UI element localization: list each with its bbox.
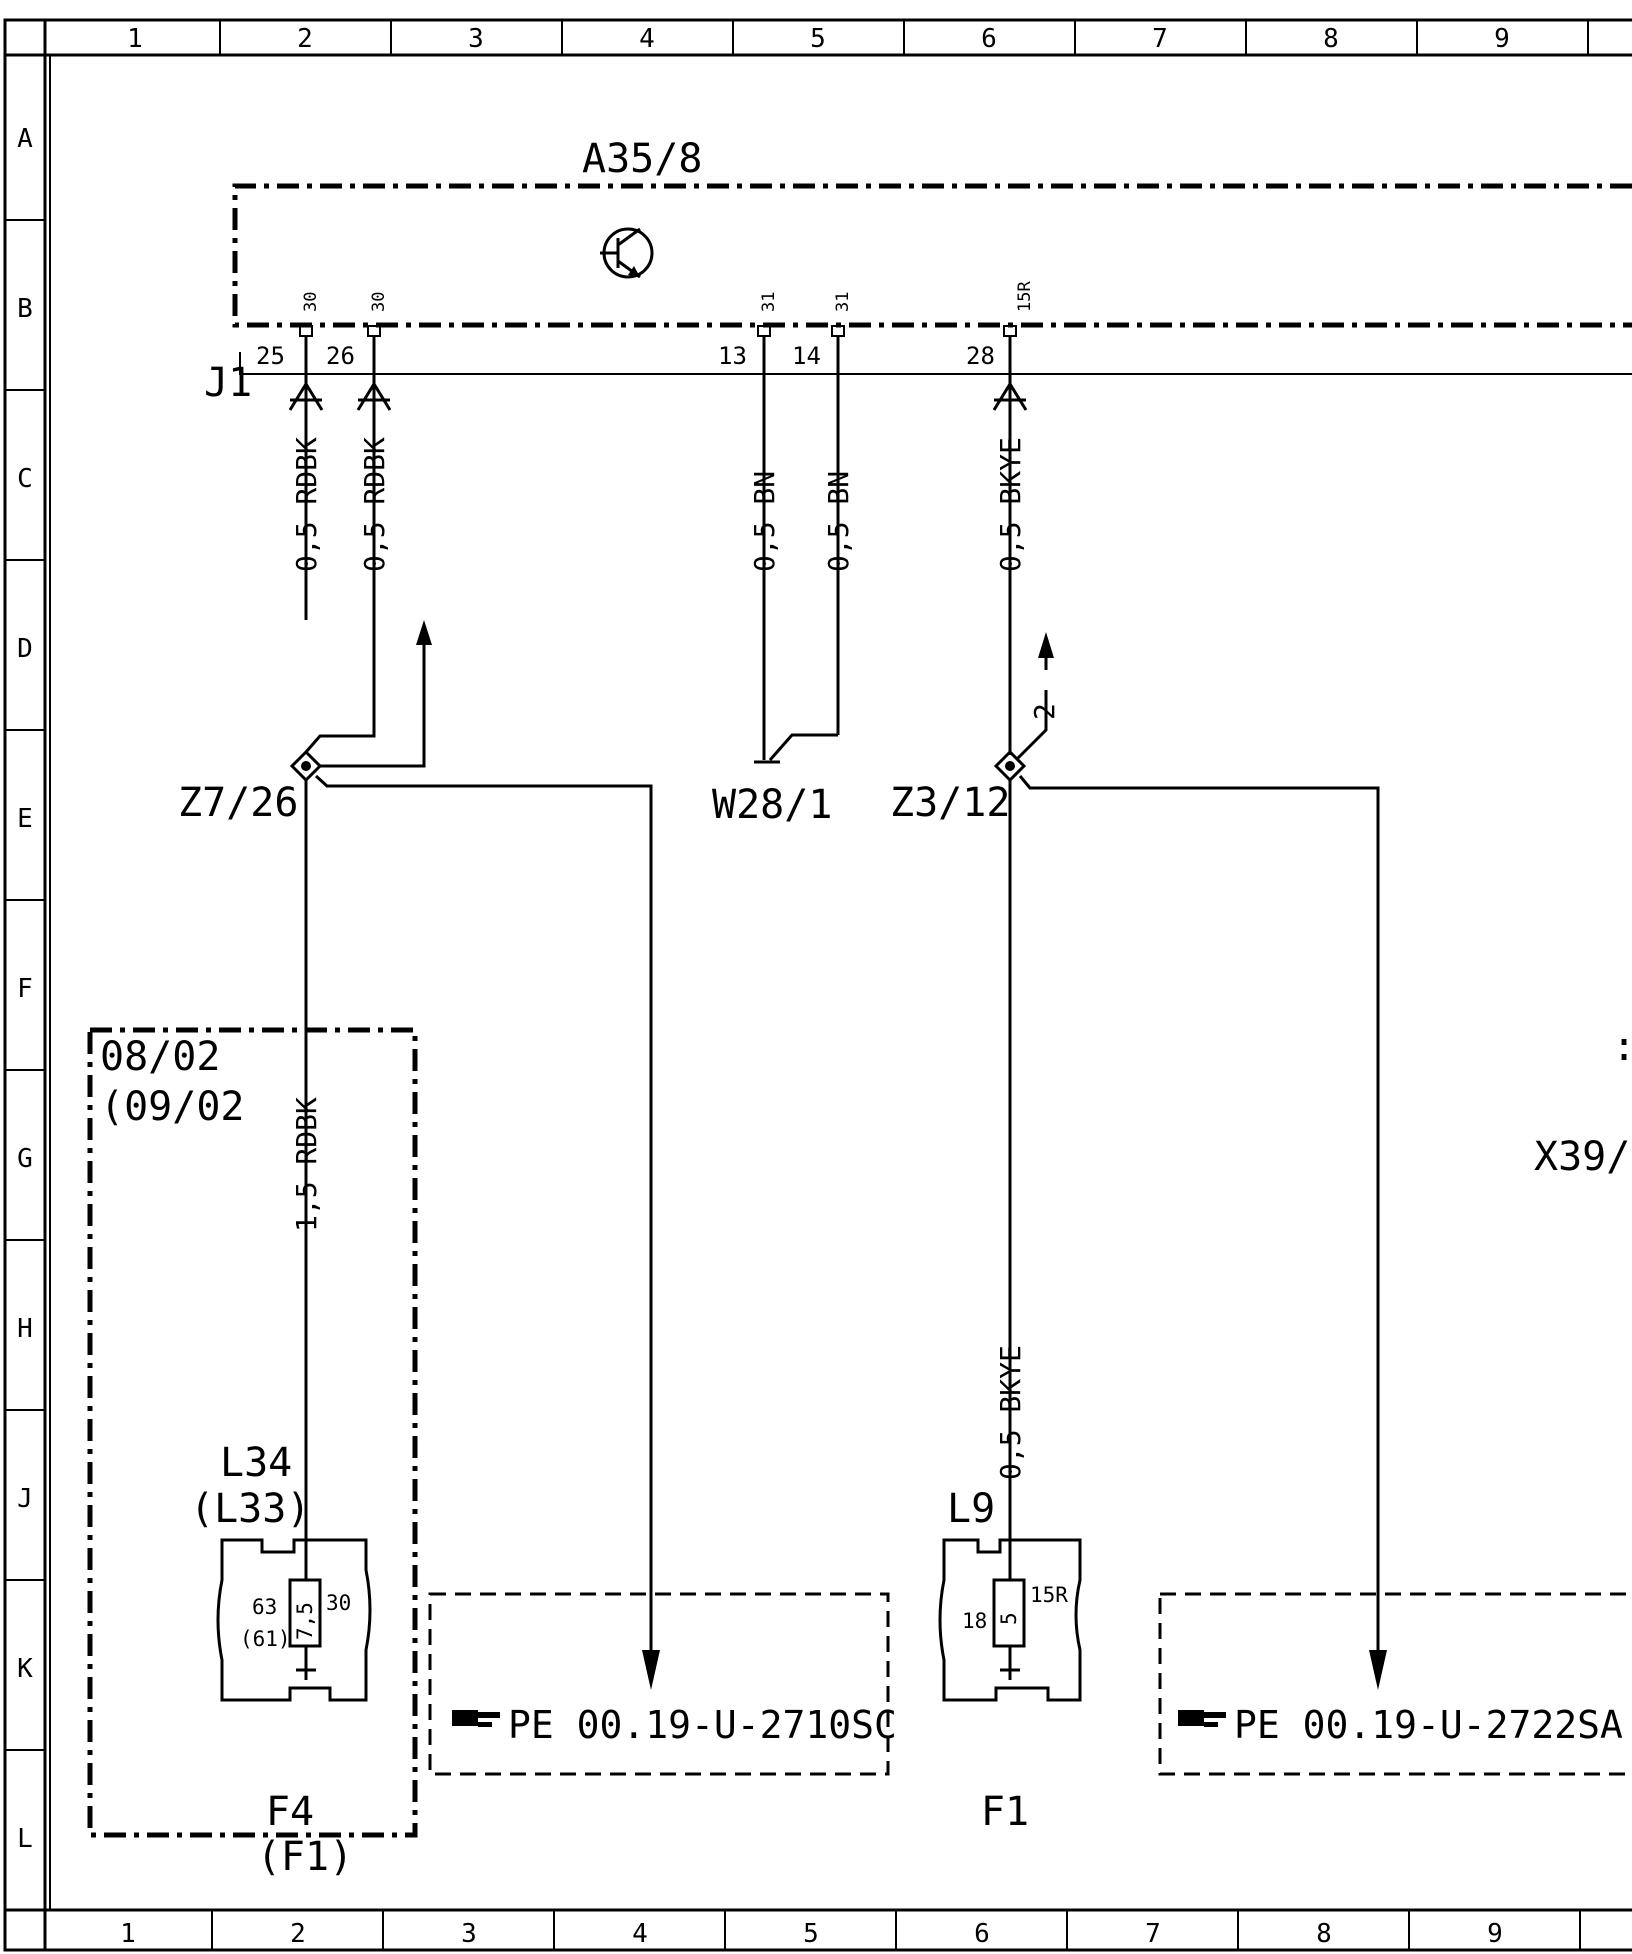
- column-label: 3: [461, 1919, 477, 1949]
- partial-component-label: X39/: [1534, 1134, 1630, 1180]
- svg-text:F4: F4: [266, 1789, 314, 1835]
- svg-text:31: 31: [759, 292, 779, 312]
- svg-text:18: 18: [962, 1609, 987, 1633]
- column-label: 6: [974, 1919, 990, 1949]
- pin-13: 13 31 0,5 BN: [718, 292, 781, 760]
- partial-char: :: [1612, 1024, 1632, 1070]
- svg-text:30: 30: [301, 292, 321, 312]
- svg-text:30: 30: [369, 292, 389, 312]
- column-label: 5: [810, 24, 826, 54]
- row-label: K: [17, 1654, 33, 1684]
- column-label: 1: [127, 24, 143, 54]
- row-label: H: [17, 1314, 33, 1344]
- hand-pointer-icon: [452, 1710, 500, 1727]
- row-label: E: [17, 804, 33, 834]
- svg-text:5: 5: [997, 1612, 1021, 1625]
- connector-line: [239, 352, 1632, 375]
- row-label: C: [17, 464, 33, 494]
- column-labels-top: 1 2 3 4 5 6 7 8 9: [127, 24, 1510, 54]
- reference-left[interactable]: PE 00.19-U-2710SC: [428, 1592, 897, 1776]
- svg-text:26: 26: [326, 342, 355, 370]
- connector-label: J1: [204, 360, 252, 406]
- pin-14: 14 31 0,5 BN: [792, 292, 855, 735]
- column-label: 8: [1323, 24, 1339, 54]
- row-label: A: [17, 124, 33, 154]
- column-label: 9: [1487, 1919, 1503, 1949]
- reference-right[interactable]: PE 00.19-U-2722SA: [1158, 1592, 1632, 1776]
- svg-text:31: 31: [833, 292, 853, 312]
- column-label: 1: [120, 1919, 136, 1949]
- svg-text:15R: 15R: [1030, 1583, 1068, 1607]
- svg-text:(L33): (L33): [190, 1486, 310, 1532]
- row-labels: A B C D E F G H J K L: [17, 124, 33, 1854]
- splice-z7-26: Z7/26: [178, 620, 660, 1690]
- fuse-box-f4: 08/02 (09/02 F4 (F1) 1,5 RDBK L34 (L33) …: [87, 1027, 418, 1880]
- svg-text:15R: 15R: [1015, 281, 1035, 312]
- pin-28: 28 15R 0,5 BKYE: [966, 281, 1035, 755]
- svg-text:25: 25: [256, 342, 285, 370]
- row-label: D: [17, 634, 33, 664]
- top-grid-dividers: [219, 20, 1589, 55]
- control-unit-boundary: [232, 183, 1632, 328]
- svg-text:30: 30: [326, 1591, 351, 1615]
- row-label: L: [17, 1824, 33, 1854]
- drawing-frame: [3, 18, 1632, 1952]
- column-label: 7: [1152, 24, 1168, 54]
- svg-text:1,5 RDBK: 1,5 RDBK: [290, 1097, 323, 1232]
- svg-text:0,5 BN: 0,5 BN: [822, 471, 855, 572]
- ground-point-w28-1: W28/1: [712, 733, 838, 828]
- svg-text:F1: F1: [981, 1789, 1029, 1835]
- left-grid-dividers: [5, 219, 45, 1751]
- column-label: 4: [632, 1919, 648, 1949]
- svg-text:W28/1: W28/1: [712, 782, 832, 828]
- bottom-grid-dividers: [211, 1910, 1581, 1950]
- column-labels-bottom: 1 2 3 4 5 6 7 8 9: [120, 1919, 1503, 1949]
- svg-text:(61): (61): [240, 1627, 291, 1651]
- svg-text:13: 13: [718, 342, 747, 370]
- column-label: 9: [1494, 24, 1510, 54]
- fuse-f1: 0,5 BKYE L9 5 18 15R F1: [938, 1343, 1082, 1835]
- row-label: F: [17, 974, 33, 1004]
- svg-text:L34: L34: [220, 1440, 292, 1486]
- column-label: 6: [981, 24, 997, 54]
- svg-text:L9: L9: [947, 1486, 995, 1532]
- svg-text:PE 00.19-U-2710SC: PE 00.19-U-2710SC: [508, 1703, 897, 1747]
- row-label: G: [17, 1144, 33, 1174]
- column-label: 2: [297, 24, 313, 54]
- svg-text:0,5 BN: 0,5 BN: [748, 471, 781, 572]
- svg-text:(F1): (F1): [257, 1834, 353, 1880]
- svg-text:28: 28: [966, 342, 995, 370]
- column-label: 2: [290, 1919, 306, 1949]
- svg-text:Z7/26: Z7/26: [178, 780, 298, 826]
- svg-text:0,5 RDBK: 0,5 RDBK: [358, 437, 391, 572]
- svg-text:(09/02: (09/02: [100, 1084, 245, 1130]
- row-label: B: [17, 294, 33, 324]
- column-label: 8: [1316, 1919, 1332, 1949]
- control-unit-label: A35/8: [582, 136, 702, 182]
- svg-text:08/02: 08/02: [100, 1034, 220, 1080]
- hand-pointer-icon: [1178, 1710, 1226, 1727]
- column-label: 7: [1145, 1919, 1161, 1949]
- svg-text:7,5: 7,5: [293, 1602, 317, 1640]
- svg-text:14: 14: [792, 342, 821, 370]
- pin-26: 26 30 0,5 RDBK: [326, 292, 392, 732]
- svg-text:0,5 RDBK: 0,5 RDBK: [290, 437, 323, 572]
- column-label: 4: [639, 24, 655, 54]
- svg-text:Z3/12: Z3/12: [890, 780, 1010, 826]
- svg-text:2: 2: [1028, 703, 1061, 720]
- pin-25: 25 30 0,5 RDBK: [256, 292, 324, 620]
- row-label: J: [17, 1484, 33, 1514]
- svg-text:PE 00.19-U-2722SA: PE 00.19-U-2722SA: [1234, 1703, 1623, 1747]
- column-label: 5: [803, 1919, 819, 1949]
- column-label: 3: [468, 24, 484, 54]
- svg-text:63: 63: [252, 1595, 277, 1619]
- splice-z3-12: 2 Z3/12: [890, 632, 1387, 1690]
- transistor-icon: [600, 227, 654, 279]
- svg-text:0,5 BKYE: 0,5 BKYE: [994, 437, 1027, 572]
